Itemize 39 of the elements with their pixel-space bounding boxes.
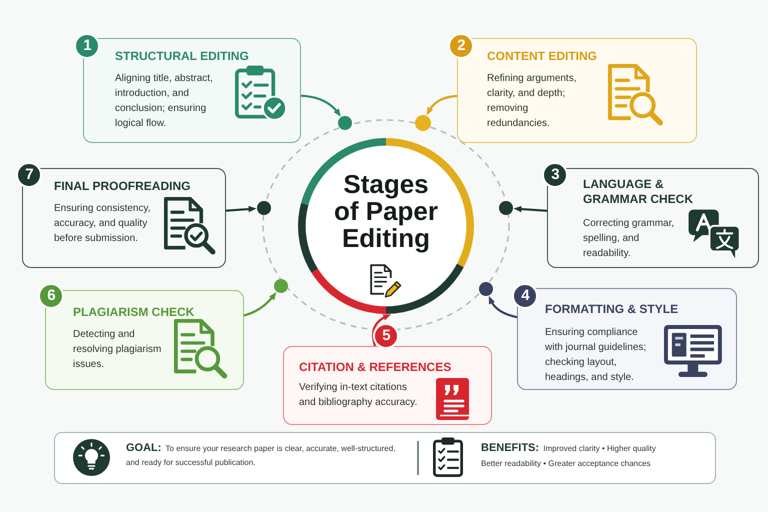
benefits-text: BENEFITS: Improved clarity • Higher quality bbox=[481, 441, 656, 456]
ring-dot bbox=[274, 279, 288, 293]
number-badge: 3 bbox=[542, 162, 568, 188]
stage-description: Correcting grammar, spelling, and readability. bbox=[583, 217, 676, 261]
ring-dot bbox=[257, 201, 271, 215]
stage-description: Ensuring compliance with journal guidelines; checking layout, headings, and style. bbox=[545, 326, 648, 385]
arrow bbox=[224, 206, 256, 212]
number-badge: 5 bbox=[373, 323, 400, 350]
stage-title: LANGUAGE & GRAMMAR CHECK bbox=[583, 177, 694, 207]
stage-title: PLAGIARISM CHECK bbox=[73, 305, 194, 320]
stage-title: STRUCTURAL EDITING bbox=[115, 49, 249, 64]
stage-description: Detecting and resolving plagiarism issues. bbox=[73, 328, 162, 372]
stage-description: Ensuring consistency, accuracy, and quality before submission. bbox=[54, 202, 152, 246]
stage-title: FORMATTING & STYLE bbox=[545, 302, 678, 317]
hub-title: Stages of Paper Editing bbox=[332, 171, 440, 252]
number-badge: 7 bbox=[16, 162, 42, 188]
goal-text: GOAL: To ensure your research paper is clear, accurate, well-structured, and ready for successful publication. bbox=[126, 441, 396, 469]
ring-dot bbox=[338, 116, 352, 130]
arrow bbox=[426, 94, 458, 116]
number-badge: 1 bbox=[74, 33, 100, 60]
ring-dot bbox=[415, 115, 431, 131]
arrow bbox=[300, 94, 341, 117]
stage-description: Verifying in-text citations and bibliography accuracy. bbox=[299, 381, 418, 410]
benefits-text: Better readability • Greater acceptance chances bbox=[481, 458, 651, 470]
stage-description: Aligning title, abstract, introduction, and conclusion; ensuring logical flow. bbox=[115, 72, 214, 131]
stage-description: Refining arguments, clarity, and depth; removing redundancies. bbox=[487, 72, 578, 131]
summary-panel bbox=[54, 432, 716, 484]
arrow bbox=[242, 292, 276, 316]
arrow bbox=[488, 296, 518, 318]
stage-title: CONTENT EDITING bbox=[487, 49, 597, 64]
ring-dot bbox=[479, 282, 493, 296]
ring-dot bbox=[499, 201, 513, 215]
number-badge: 2 bbox=[448, 33, 474, 60]
arrow bbox=[372, 314, 392, 348]
stage-title: FINAL PROOFREADING bbox=[54, 179, 190, 194]
number-badge: 4 bbox=[512, 283, 538, 310]
arrow bbox=[514, 206, 548, 212]
stage-title: CITATION & REFERENCES bbox=[299, 360, 452, 375]
number-badge: 6 bbox=[38, 283, 64, 310]
